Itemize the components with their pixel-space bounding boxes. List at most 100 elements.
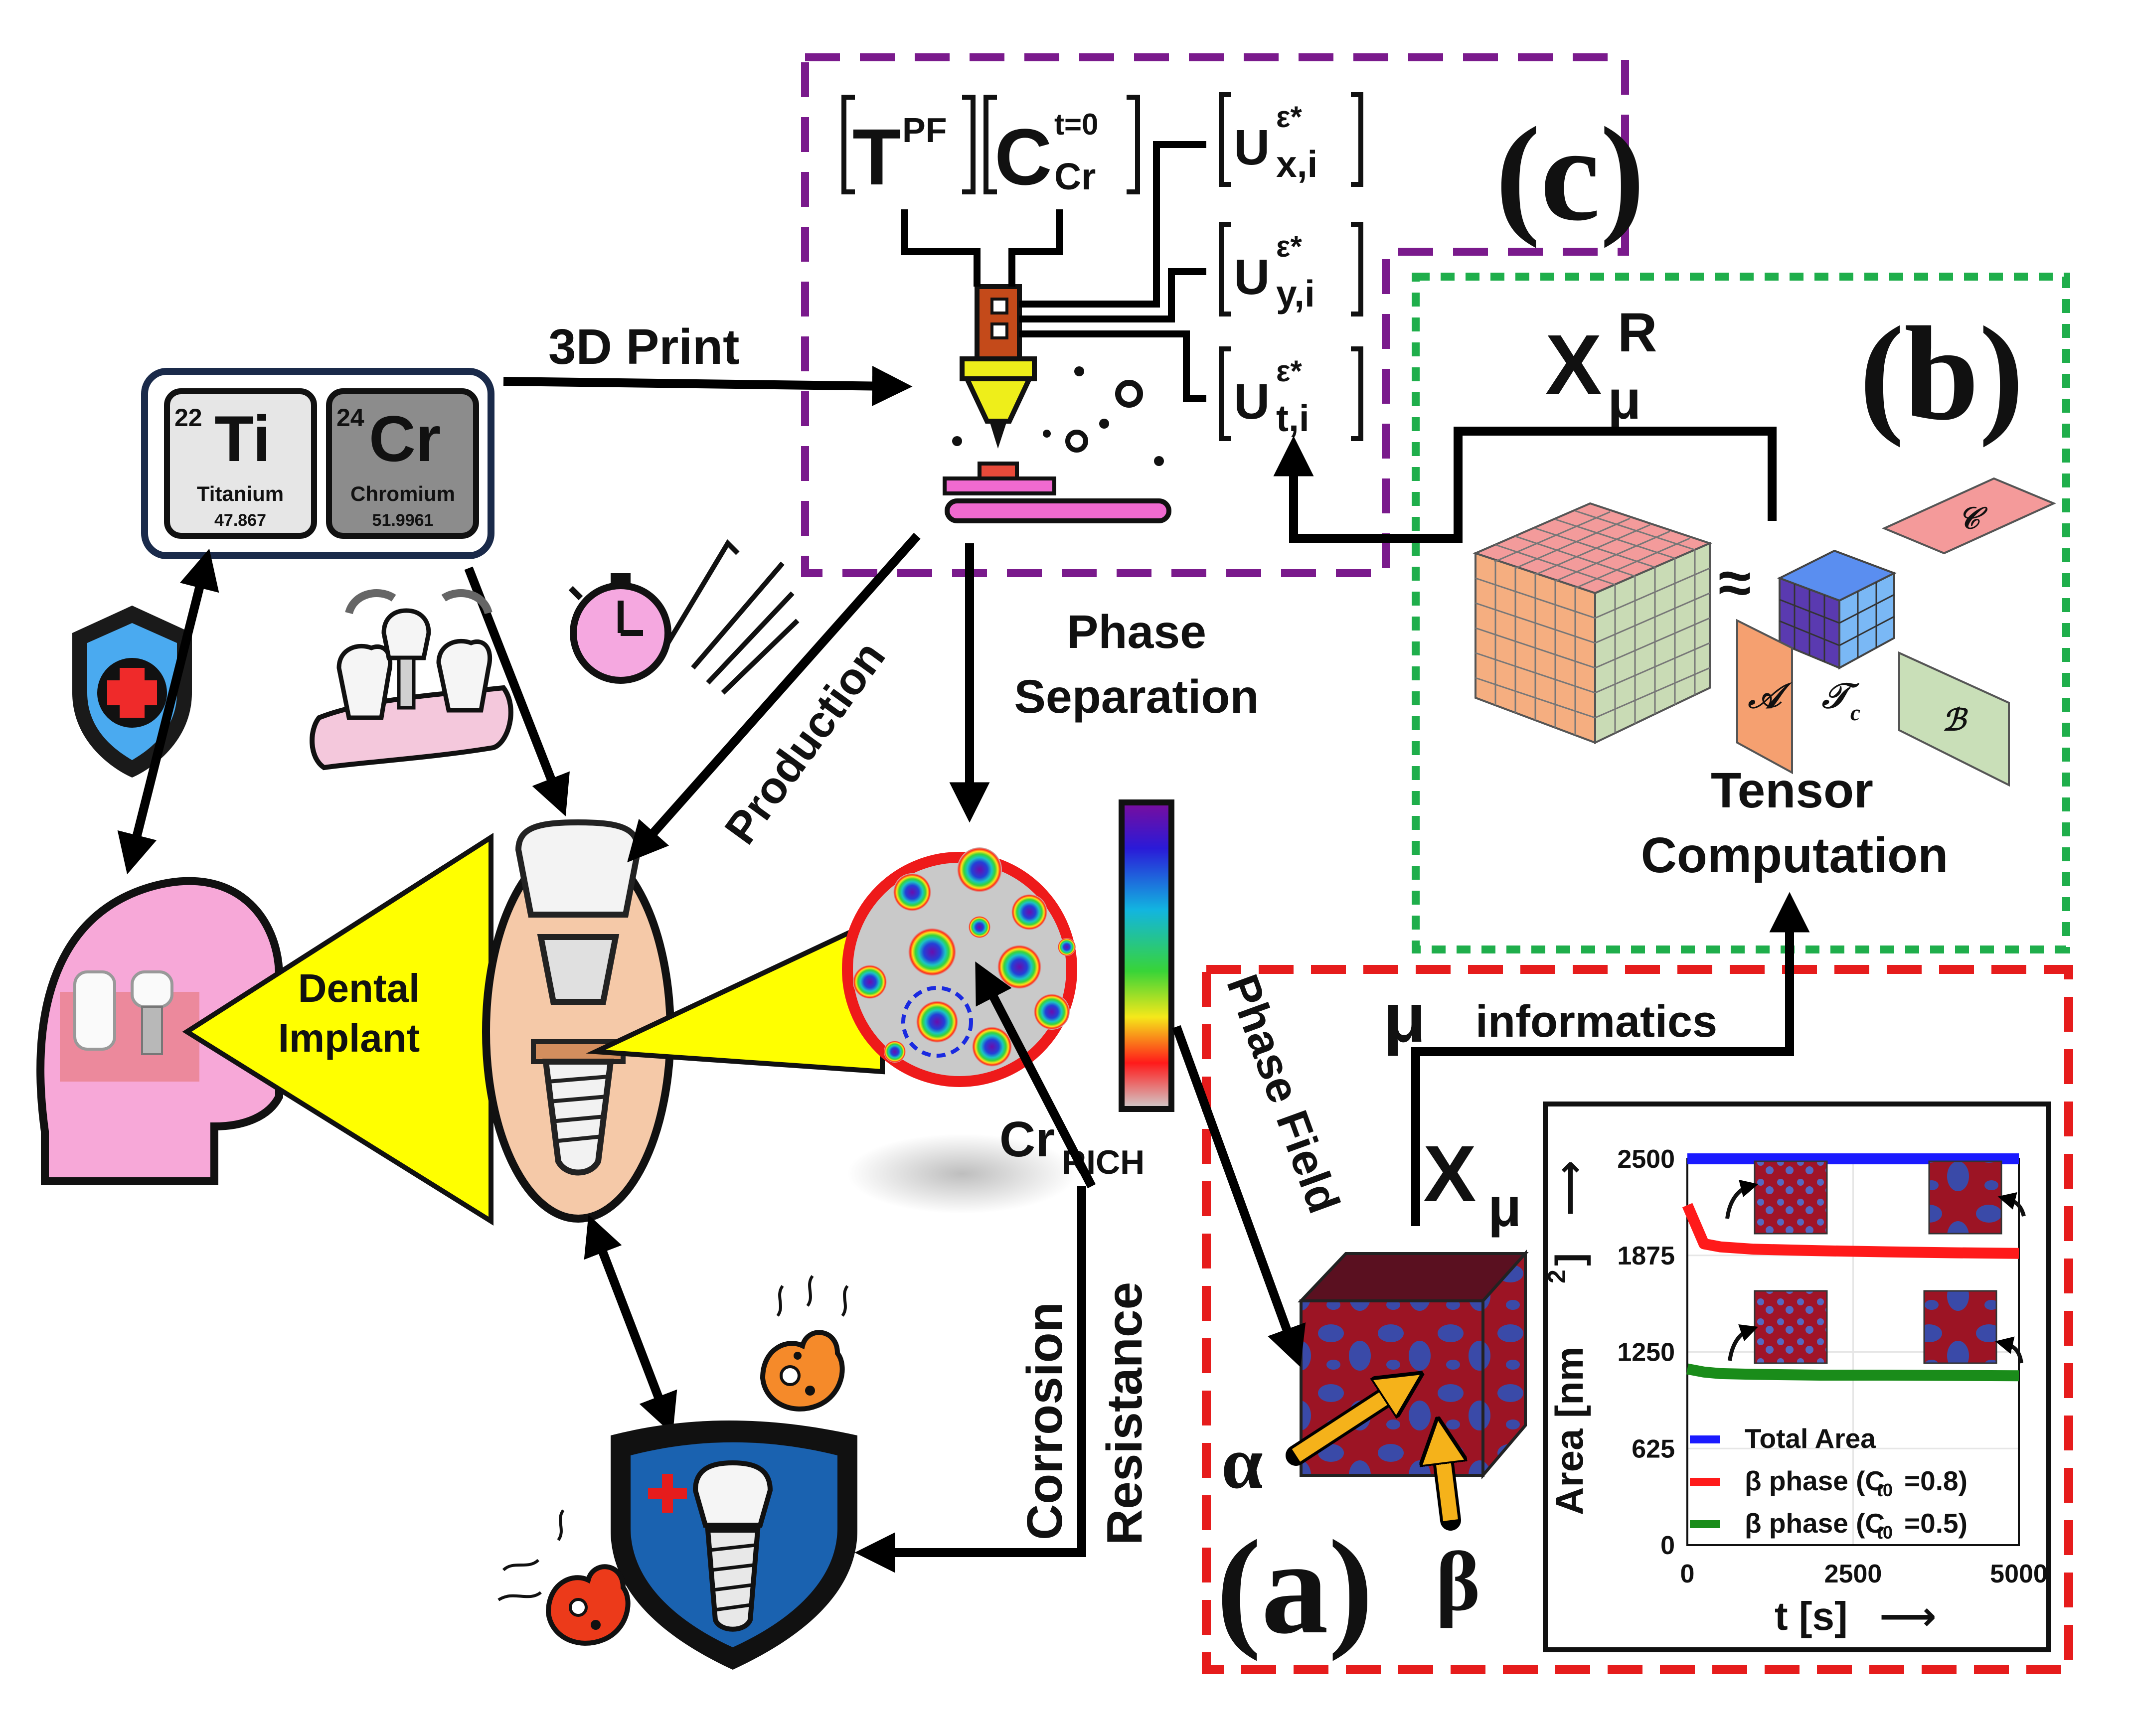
- cr-rich-label: Cr: [999, 1111, 1055, 1167]
- svg-text:C: C: [994, 112, 1052, 201]
- svg-text:=0.8): =0.8): [1904, 1465, 1967, 1496]
- svg-text:t0: t0: [1877, 1522, 1893, 1543]
- shadow: [847, 1134, 1077, 1214]
- speed-lines-icon: [665, 539, 800, 695]
- printer-feed-lines: [901, 141, 1206, 402]
- core-tensor-label: 𝒯 c: [1821, 677, 1860, 725]
- chromium-card: 24 Cr Chromium 51.9961: [326, 388, 479, 539]
- concentration-colorbar: [1119, 799, 1174, 1112]
- area-chart: 0 625 1250 1875 2500 0 2500 5000 Total Area β p…: [1543, 1102, 2051, 1652]
- panel-b-label: (b): [1859, 299, 2024, 448]
- x-axis-label: t [s] ⟶: [1775, 1594, 1937, 1638]
- svg-text:y,i: y,i: [1276, 273, 1315, 315]
- panel-c-box: [801, 53, 1629, 577]
- svg-text:X: X: [1423, 1129, 1476, 1218]
- chart-legend: Total Area β phase (C t0 =0.8) β phase (…: [1690, 1423, 1967, 1543]
- input-uy: U ε* y,i: [1219, 222, 1363, 316]
- panel-a-label: (a): [1216, 1513, 1373, 1662]
- svg-text:ℬ: ℬ: [1942, 704, 1968, 737]
- svg-text:x,i: x,i: [1276, 143, 1317, 185]
- tensor-computation-title-2: Computation: [1641, 827, 1949, 883]
- svg-text:ε*: ε*: [1276, 230, 1302, 263]
- series-beta-0-5: [1686, 1363, 2019, 1382]
- titanium-card: 22 Ti Titanium 47.867: [164, 388, 317, 539]
- factor-matrix-c: 𝒞: [1881, 477, 2057, 555]
- svg-text:t=0: t=0: [1054, 108, 1098, 141]
- resistance-label: Resistance: [1097, 1282, 1152, 1545]
- element-cards: 22 Ti Titanium 47.867 24 Cr Chromium 51.…: [141, 368, 494, 559]
- svg-text:⟶: ⟶: [1879, 1594, 1937, 1638]
- x-tick-label: 0: [1680, 1560, 1695, 1588]
- print-label: 3D Print: [548, 319, 739, 375]
- head-profile-icon: [36, 877, 310, 1185]
- svg-text:2: 2: [1543, 1269, 1571, 1283]
- x-tick-label: 2500: [1824, 1560, 1882, 1588]
- svg-text:R: R: [1618, 302, 1657, 363]
- input-temperature-field: T PF: [841, 95, 976, 201]
- svg-text:Chromium: Chromium: [350, 482, 455, 505]
- series-beta-0-8: [1682, 1203, 2019, 1259]
- svg-text:]: ]: [1547, 1253, 1591, 1266]
- reduced-tensor-label: X R μ: [1545, 302, 1657, 431]
- svg-text:μ: μ: [1488, 1177, 1521, 1238]
- stopwatch-icon: [568, 573, 671, 684]
- y-tick-label: 0: [1660, 1531, 1675, 1560]
- dental-implant-label: Dental: [298, 966, 420, 1010]
- panel-c-label: (c): [1495, 100, 1645, 249]
- input-initial-concentration: C t=0 Cr: [983, 95, 1140, 201]
- y-tick-label: 2500: [1617, 1145, 1675, 1174]
- dental-implant-label-2: Implant: [278, 1016, 420, 1060]
- implant-protection-shield-icon: [611, 1420, 857, 1670]
- tensor-computation-title: Tensor: [1711, 763, 1873, 818]
- svg-text:PF: PF: [902, 111, 947, 150]
- svg-text:=0.5): =0.5): [1904, 1508, 1967, 1539]
- data-tensor-cube: [1473, 502, 1713, 745]
- corrosion-label: Corrosion: [1017, 1302, 1073, 1540]
- svg-text:Area [nm: Area [nm: [1547, 1347, 1591, 1515]
- inset-micrographs: [1725, 1160, 2026, 1364]
- svg-text:Titanium: Titanium: [197, 482, 284, 505]
- x-tick-label: 5000: [1990, 1560, 2048, 1588]
- y-tick-label: 625: [1632, 1434, 1675, 1463]
- svg-text:β phase (C: β phase (C: [1745, 1465, 1885, 1496]
- chart-ticks: 0 625 1250 1875 2500 0 2500 5000: [1617, 1145, 2048, 1588]
- svg-text:β phase (C: β phase (C: [1745, 1508, 1885, 1539]
- svg-text:Ti: Ti: [214, 402, 271, 475]
- svg-text:t [s]: t [s]: [1775, 1594, 1848, 1638]
- approx-symbol: ≈: [1718, 549, 1751, 616]
- phase-separation-label-2: Separation: [1014, 670, 1259, 723]
- y-axis-label: Area [nm 2 ] ⟶: [1543, 1160, 1591, 1515]
- factor-matrix-b: ℬ: [1898, 651, 2010, 787]
- svg-text:U: U: [1234, 249, 1270, 305]
- dental-model-icon: [310, 589, 513, 771]
- input-ut: U ε* t,i: [1219, 346, 1363, 441]
- svg-text:Cr: Cr: [369, 402, 441, 475]
- core-tensor-cube: [1777, 549, 1897, 670]
- svg-text:⟶: ⟶: [1547, 1160, 1591, 1216]
- svg-text:t,i: t,i: [1276, 397, 1310, 439]
- svg-text:Total Area: Total Area: [1745, 1423, 1876, 1454]
- beta-label: β: [1436, 1535, 1480, 1628]
- 3d-printer-icon: [943, 284, 1171, 523]
- beta-pointer: [1441, 1440, 1451, 1531]
- panel-b-box: [1412, 273, 2070, 953]
- svg-text:T: T: [852, 112, 901, 201]
- flow-arrows: [117, 365, 1810, 1573]
- svg-text:47.867: 47.867: [214, 511, 266, 530]
- chart-series: [1682, 1153, 2019, 1382]
- svg-text:ε*: ε*: [1276, 354, 1302, 388]
- alpha-pointer: [1286, 1386, 1403, 1466]
- svg-text:U: U: [1234, 120, 1270, 175]
- svg-text:t0: t0: [1877, 1480, 1893, 1500]
- cr-rich-microstructure: [842, 847, 1077, 1087]
- phase-separation-label: Phase: [1067, 606, 1206, 658]
- y-tick-label: 1250: [1617, 1338, 1675, 1367]
- svg-text:μ: μ: [1608, 369, 1641, 431]
- svg-text:22: 22: [174, 404, 202, 432]
- svg-text:24: 24: [336, 404, 364, 432]
- mu-symbol: μ: [1383, 978, 1426, 1057]
- svg-text:X: X: [1545, 317, 1602, 412]
- alpha-label: α: [1221, 1421, 1263, 1504]
- svg-text:c: c: [1850, 700, 1860, 725]
- y-tick-label: 1875: [1617, 1242, 1675, 1270]
